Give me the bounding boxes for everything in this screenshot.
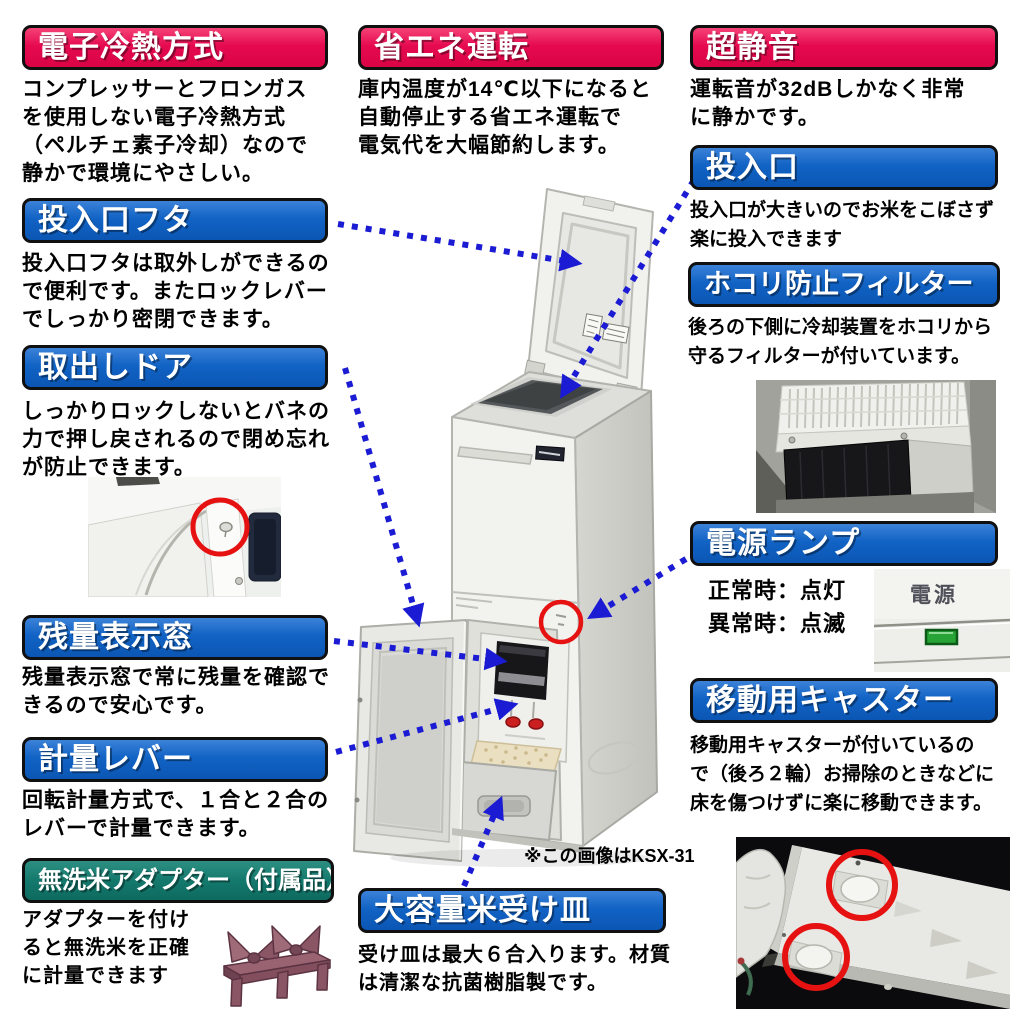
- brand-sticker: [535, 445, 565, 462]
- text-electronic-cooling: コンプレッサーとフロンガス を使用しない電子冷熱方式 （ペルチェ素子冷却）なので…: [22, 78, 308, 185]
- text-inlet: 投入口が大きいのでお米をこぼさず 楽に投入できます: [690, 200, 995, 250]
- text-eco: 庫内温度が14℃以下になると 自動停止する省エネ運転で 電気代を大幅節約します。: [358, 78, 652, 157]
- caster-highlight-circle: [826, 849, 898, 921]
- text-door: しっかりロックしないとバネの 力で押し戻されるので閉め忘れ が防止できます。: [22, 400, 330, 479]
- arrow-to-inlet: [560, 178, 697, 399]
- banner-door: 取出しドア: [22, 345, 328, 390]
- photo-power-lamp: 電源: [874, 569, 1010, 672]
- text-lever: 回転計量方式で、１合と２合の レバーで計量できます。: [22, 789, 330, 840]
- photo-dust-filter: [756, 380, 996, 513]
- lock-pin: [219, 521, 233, 533]
- banner-tray: 大容量米受け皿: [358, 888, 666, 933]
- open-door: [353, 619, 467, 862]
- text-quiet: 運転音が32dBしかなく非常 に静かです。: [690, 78, 966, 129]
- text-tray: 受け皿は最大６合入ります。材質 は清潔な抗菌樹脂製です。: [358, 944, 671, 994]
- arrow-to-tray: [461, 795, 504, 888]
- text-lamp-states: 正常時：点灯 異常時：点滅: [708, 578, 847, 636]
- remaining-rice-window: [494, 641, 549, 700]
- model-note: ※この画像はKSX-31: [524, 846, 695, 866]
- arrow-to-lever: [335, 698, 519, 755]
- banner-quiet: 超静音: [690, 25, 998, 70]
- arrow-to-door: [342, 367, 425, 628]
- caster-wheel: [795, 944, 833, 970]
- photo-casters: [736, 837, 1010, 1009]
- banner-adapter: 無洗米アダプター（付属品）: [22, 858, 334, 903]
- text-lid: 投入口フタは取外しができるの で便利です。またロックレバー でしっかり密閉できま…: [22, 252, 330, 331]
- power-label: 電源: [910, 584, 958, 607]
- banner-eco: 省エネ運転: [358, 25, 664, 70]
- text-window: 残量表示窓で常に残量を確認で きるので安心です。: [22, 666, 330, 717]
- power-lamp-highlight-circle: [538, 599, 584, 645]
- text-caster: 移動用キャスターが付いているの で（後ろ２輪）お掃除のときなどに 床を傷つけずに…: [690, 735, 995, 814]
- arrow-to-window: [333, 638, 508, 671]
- lock-highlight-circle: [190, 497, 250, 557]
- text-adapter: アダプターを付け ると無洗米を正確 に計量できます: [22, 909, 190, 987]
- caster-highlight-circle: [782, 923, 850, 991]
- measuring-levers: [504, 716, 546, 740]
- banner-inlet: 投入口: [690, 145, 998, 190]
- banner-caster: 移動用キャスター: [690, 678, 998, 723]
- lid-warning-stickers: [582, 313, 630, 344]
- photo-door-lock: [88, 477, 281, 597]
- text-filter: 後ろの下側に冷却装置をホコリから 守るフィルターが付いています。: [688, 317, 993, 367]
- arrow-to-lamp: [587, 556, 688, 619]
- rice-stocker-drawing: [353, 188, 658, 867]
- banner-lever: 計量レバー: [22, 737, 328, 782]
- banner-electronic-cooling: 電子冷熱方式: [22, 25, 328, 70]
- image-adapter: [220, 916, 335, 1008]
- banner-filter: ホコリ防止フィルター: [688, 262, 1000, 307]
- banner-lamp: 電源ランプ: [690, 521, 998, 566]
- rice-tray: [453, 740, 562, 842]
- banner-window: 残量表示窓: [22, 615, 328, 660]
- caster-wheel: [840, 875, 880, 903]
- banner-lid: 投入口フタ: [22, 198, 328, 243]
- arrow-to-lid: [337, 221, 583, 272]
